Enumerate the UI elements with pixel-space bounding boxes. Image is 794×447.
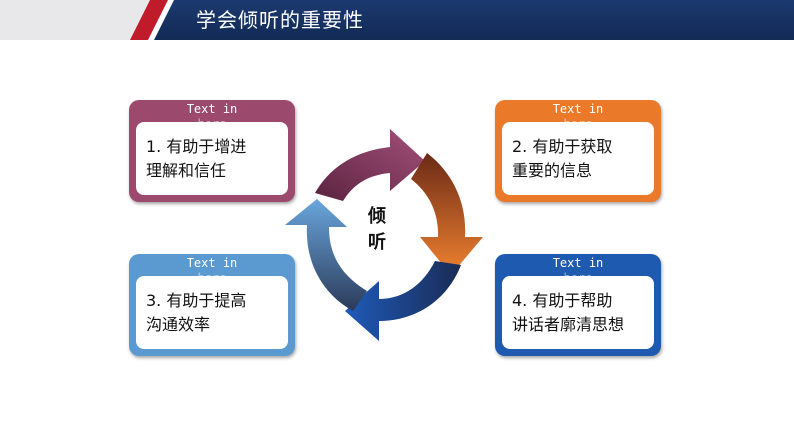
card-3: Text in here 3. 有助于提高 沟通效率 [129, 254, 295, 356]
card-3-tag-line1: Text in [186, 256, 238, 270]
banner-shapes [0, 0, 794, 40]
card-4-content-box: 4. 有助于帮助 讲话者廓清思想 [502, 276, 654, 349]
card-1-content-box: 1. 有助于增进 理解和信任 [136, 122, 288, 195]
card-2-text: 2. 有助于获取 重要的信息 [502, 122, 654, 195]
card-2-line2: 重要的信息 [512, 160, 593, 180]
card-4-line1: 4. 有助于帮助 [512, 290, 613, 310]
banner-left-grey [0, 0, 150, 40]
card-4-line2: 讲话者廓清思想 [512, 314, 625, 334]
card-3-content-box: 3. 有助于提高 沟通效率 [136, 276, 288, 349]
card-4-text: 4. 有助于帮助 讲话者廓清思想 [502, 276, 654, 349]
card-2: Text in here 2. 有助于获取 重要的信息 [495, 100, 661, 202]
card-3-line1: 3. 有助于提高 [146, 290, 247, 310]
card-1-line2: 理解和信任 [146, 160, 227, 180]
card-2-tag-line1: Text in [552, 102, 604, 116]
card-1: Text in here 1. 有助于增进 理解和信任 [129, 100, 295, 202]
cycle-arrow-bottom [345, 261, 461, 341]
cycle-diagram [285, 129, 483, 341]
card-2-content-box: 2. 有助于获取 重要的信息 [502, 122, 654, 195]
banner-navy-block [154, 0, 794, 40]
card-3-text: 3. 有助于提高 沟通效率 [136, 276, 288, 349]
card-2-line1: 2. 有助于获取 [512, 136, 613, 156]
card-3-line2: 沟通效率 [146, 314, 211, 334]
card-1-tag-line1: Text in [186, 102, 238, 116]
cycle-arrow-right [411, 153, 483, 275]
card-1-text: 1. 有助于增进 理解和信任 [136, 122, 288, 195]
cycle-arrow-top [315, 129, 425, 201]
title-banner: 学会倾听的重要性 [0, 0, 794, 40]
banner-red-stripe [130, 0, 168, 40]
card-4: Text in here 4. 有助于帮助 讲话者廓清思想 [495, 254, 661, 356]
card-1-line1: 1. 有助于增进 [146, 136, 247, 156]
cycle-arrow-left [285, 199, 367, 311]
center-label: 倾 听 [368, 206, 392, 253]
card-4-tag-line1: Text in [552, 256, 604, 270]
page-title: 学会倾听的重要性 [196, 8, 364, 32]
